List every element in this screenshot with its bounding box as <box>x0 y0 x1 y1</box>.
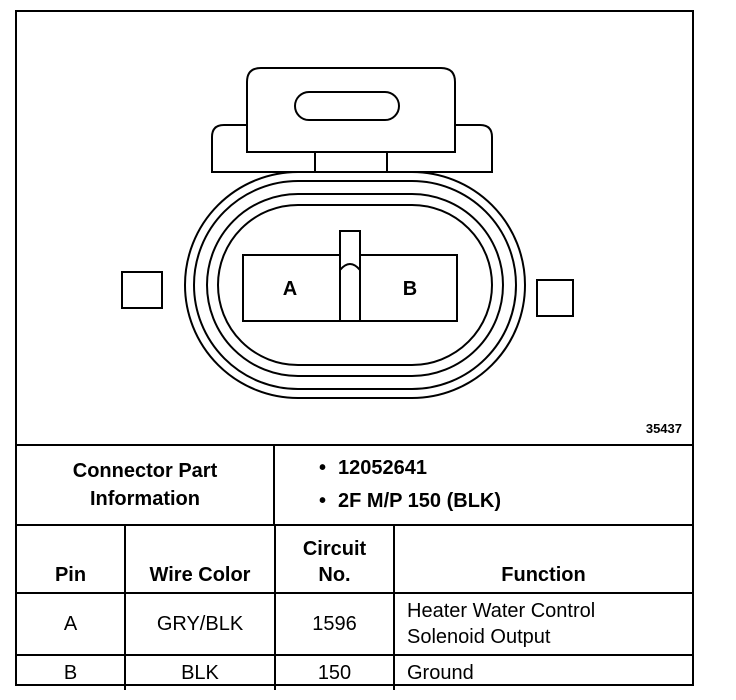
left-mounting-ear <box>121 271 163 309</box>
part-info-label: Connector Part Information <box>17 446 275 524</box>
table-row: B BLK 150 Ground <box>17 654 692 690</box>
cell-circuit: 150 <box>274 654 395 690</box>
part-number: 12052641 <box>319 452 692 485</box>
pin-table-header: Pin Wire Color Circuit No. Function <box>17 524 692 594</box>
cell-wire-color: GRY/BLK <box>124 592 276 656</box>
part-info-label-line2: Information <box>90 488 200 510</box>
pin-b-label: B <box>403 278 417 300</box>
cell-wire-color: BLK <box>124 654 276 690</box>
header-circuit-no: Circuit No. <box>274 524 395 594</box>
function-line2: Solenoid Output <box>407 626 551 648</box>
cell-function: Heater Water Control Solenoid Output <box>393 592 692 656</box>
locking-tab <box>211 67 493 182</box>
header-circuit-line2: No. <box>318 564 351 586</box>
figure-number: 35437 <box>646 421 682 436</box>
cell-function: Ground <box>393 654 692 690</box>
part-info-list: 12052641 2F M/P 150 (BLK) <box>275 446 692 524</box>
connector-end-view-frame: A B 35437 Connector Part Information 120… <box>15 10 694 690</box>
header-wire-color: Wire Color <box>124 524 276 594</box>
pin-a-label: A <box>283 278 297 300</box>
header-pin: Pin <box>17 524 126 594</box>
connector-part-info: Connector Part Information 12052641 2F M… <box>17 444 692 524</box>
header-circuit-line1: Circuit <box>302 538 367 560</box>
pin-table: Pin Wire Color Circuit No. Function A GR… <box>17 524 692 690</box>
function-line1: Heater Water Control <box>407 600 596 622</box>
release-slot <box>294 91 400 121</box>
connector-type: 2F M/P 150 (BLK) <box>319 485 692 518</box>
cell-pin: A <box>17 592 126 656</box>
cell-circuit: 1596 <box>274 592 395 656</box>
cell-pin: B <box>17 654 126 690</box>
header-function: Function <box>393 524 692 594</box>
terminal-cavity <box>242 230 458 322</box>
part-info-label-line1: Connector Part <box>72 460 218 482</box>
right-mounting-ear <box>536 279 574 317</box>
table-row: A GRY/BLK 1596 Heater Water Control Sole… <box>17 592 692 656</box>
connector-diagram: A B 35437 <box>17 12 692 444</box>
